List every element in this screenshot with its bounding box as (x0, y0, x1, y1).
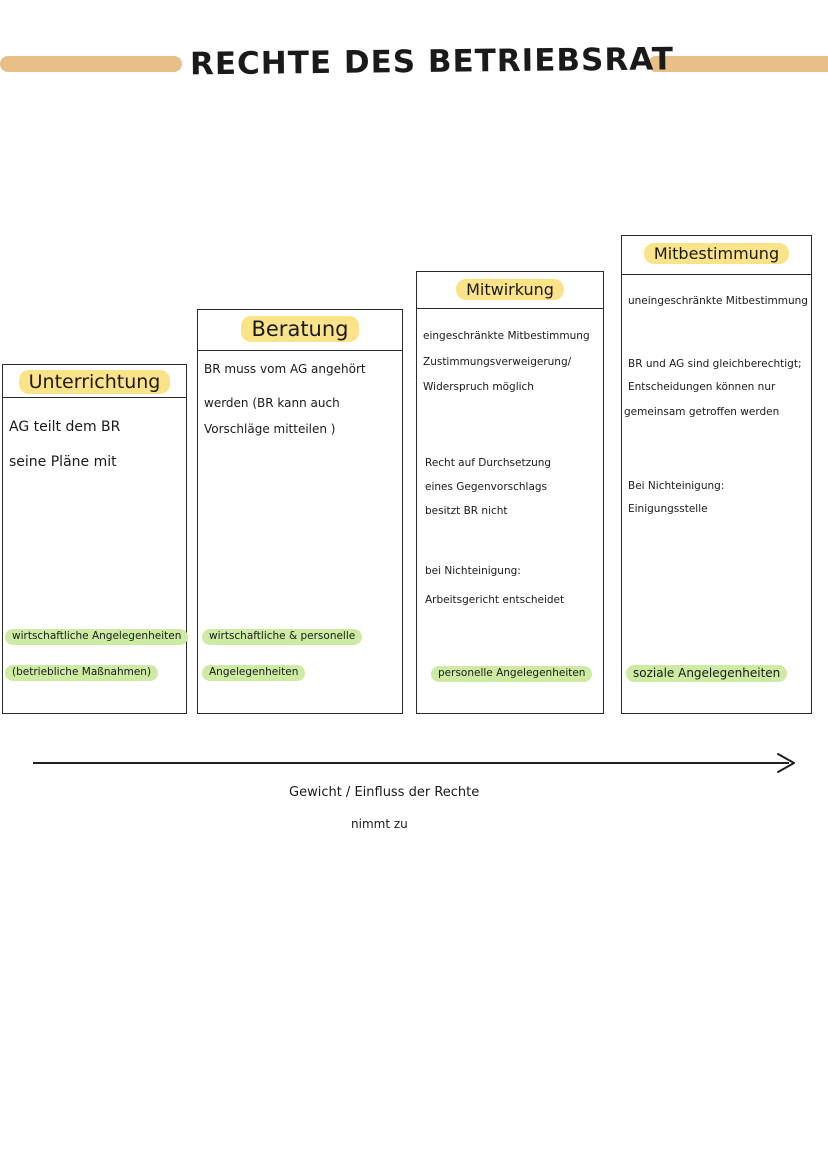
column-text-line: Entscheidungen können nur (628, 381, 776, 393)
column-beratung: Beratung BR muss vom AG angehört werden … (197, 309, 403, 714)
column-text-line: BR und AG sind gleichberechtigt; (628, 358, 802, 370)
topic-tag: soziale Angelegenheiten (626, 665, 788, 683)
column-text-line: besitzt BR nicht (425, 505, 508, 517)
arrow-right-icon (777, 753, 795, 773)
column-header: Mitwirkung (417, 272, 603, 309)
column-text-line: Bei Nichteinigung: (628, 480, 725, 492)
column-header: Beratung (198, 310, 402, 351)
title-banner-right (648, 56, 828, 72)
column-text-line: bei Nichteinigung: (425, 565, 521, 577)
column-text-line: BR muss vom AG angehört (204, 362, 366, 376)
column-text-line: AG teilt dem BR (9, 419, 121, 435)
column-text-line: werden (BR kann auch (204, 396, 340, 410)
column-title: Mitbestimmung (643, 243, 790, 264)
column-mitbestimmung: Mitbestimmung uneingeschränkte Mitbestim… (621, 235, 812, 714)
topic-tag: (betriebliche Maßnahmen) (5, 665, 159, 681)
column-title: Unterrichtung (18, 370, 171, 394)
topic-tag: personelle Angelegenheiten (431, 666, 593, 682)
topic-tag: wirtschaftliche Angelegenheiten (5, 629, 189, 645)
column-text-line: uneingeschränkte Mitbestimmung (628, 295, 808, 307)
column-title: Beratung (241, 316, 359, 342)
column-text-line: seine Pläne mit (9, 454, 117, 470)
page-title: RECHTE DES BETRIEBSRAT (189, 41, 675, 83)
column-title: Mitwirkung (456, 279, 564, 300)
axis-caption: Gewicht / Einfluss der Rechte (289, 785, 480, 800)
column-text-line: Einigungsstelle (628, 503, 708, 515)
column-mitwirkung: Mitwirkung eingeschränkte Mitbestimmung … (416, 271, 604, 714)
column-text-line: Widerspruch möglich (423, 381, 534, 393)
axis-caption: nimmt zu (351, 817, 408, 831)
title-banner-left (0, 56, 182, 72)
column-header: Unterrichtung (3, 365, 186, 398)
column-text-line: eingeschränkte Mitbestimmung (423, 330, 590, 342)
column-header: Mitbestimmung (622, 236, 811, 275)
column-text-line: Recht auf Durchsetzung (425, 457, 552, 469)
column-text-line: Arbeitsgericht entscheidet (425, 594, 565, 606)
influence-axis-line (33, 762, 789, 764)
column-text-line: gemeinsam getroffen werden (624, 406, 780, 418)
topic-tag: Angelegenheiten (202, 665, 306, 681)
column-text-line: eines Gegenvorschlags (425, 481, 548, 493)
topic-tag: wirtschaftliche & personelle (202, 629, 363, 645)
column-text-line: Zustimmungsverweigerung/ (423, 356, 572, 368)
column-text-line: Vorschläge mitteilen ) (204, 422, 336, 436)
column-unterrichtung: Unterrichtung AG teilt dem BR seine Plän… (2, 364, 189, 714)
